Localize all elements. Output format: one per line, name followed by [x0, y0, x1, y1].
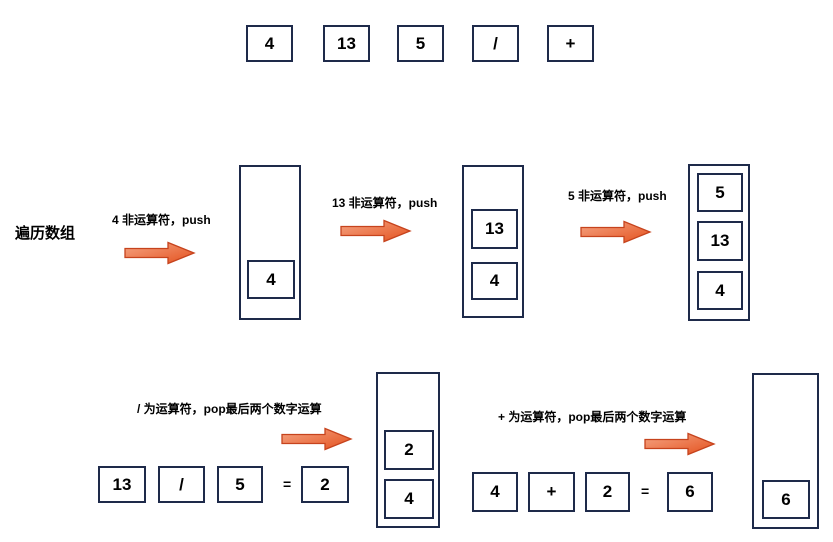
token-value: 4 — [264, 33, 275, 53]
stack: 6 — [752, 373, 819, 529]
equals-sign: = — [283, 476, 292, 492]
token-value: + — [565, 33, 576, 53]
stack-item-value: 6 — [781, 489, 791, 509]
equation-result-box: 6 — [667, 472, 713, 512]
stack-item-box: 5 — [697, 173, 743, 212]
stack-item-box: 6 — [762, 480, 810, 519]
stack-item-value: 13 — [485, 219, 504, 238]
result-value: 6 — [685, 482, 695, 501]
token-value: 13 — [337, 33, 356, 53]
stack-item-value: 4 — [404, 489, 414, 508]
arrow-right-icon — [340, 219, 412, 243]
token-value: 5 — [415, 33, 426, 53]
stack-item-value: 4 — [715, 280, 725, 300]
traverse-note: 遍历数组 — [15, 225, 76, 242]
stack-item-box: 2 — [384, 430, 434, 470]
token-box: + — [547, 25, 594, 62]
stack: 4 — [239, 165, 301, 320]
token-box: / — [472, 25, 519, 62]
stack-item-box: 4 — [697, 271, 743, 310]
operand-value: 2 — [602, 482, 613, 501]
stack-item-box: 4 — [247, 260, 295, 299]
operand-value: 5 — [235, 474, 245, 494]
result-value: 2 — [320, 474, 330, 494]
step-label: 5 非运算符，push — [568, 189, 667, 203]
equation-operand-box: 4 — [472, 472, 518, 512]
stack-item-value: 4 — [489, 271, 500, 290]
operand-value: 4 — [490, 482, 500, 501]
arrow-right-icon — [124, 241, 196, 265]
stack: 2 4 — [376, 372, 440, 528]
equation-operand-box: 5 — [217, 466, 263, 503]
arrow-right-icon — [281, 427, 353, 451]
operand-value: 13 — [112, 474, 132, 494]
token-box: 5 — [397, 25, 444, 62]
token-value: / — [493, 33, 498, 53]
stack-item-value: 5 — [715, 182, 725, 202]
arrow-right-icon — [580, 220, 652, 244]
arrow-right-icon — [644, 432, 716, 456]
step-label: + 为运算符，pop最后两个数字运算 — [498, 410, 687, 424]
operator-value: + — [546, 482, 557, 501]
stack: 13 4 — [462, 165, 524, 318]
stack-item-box: 4 — [471, 262, 518, 300]
equation-operator-box: + — [528, 472, 575, 512]
stack-item-box: 13 — [471, 209, 518, 249]
stack-item-box: 13 — [697, 221, 743, 261]
equation-result-box: 2 — [301, 466, 349, 503]
equals-sign: = — [641, 483, 650, 499]
operator-value: / — [179, 474, 184, 494]
stack: 5 13 4 — [688, 164, 750, 321]
equation-operator-box: / — [158, 466, 205, 503]
step-label: 4 非运算符，push — [112, 213, 211, 227]
equation-operand-box: 13 — [98, 466, 146, 503]
step-label: / 为运算符，pop最后两个数字运算 — [137, 402, 322, 416]
stack-item-value: 2 — [404, 440, 414, 459]
stack-item-value: 4 — [266, 269, 276, 289]
stack-item-box: 4 — [384, 479, 434, 519]
stack-item-value: 13 — [710, 231, 730, 250]
token-box: 13 — [323, 25, 370, 62]
step-label: 13 非运算符，push — [332, 196, 438, 210]
token-box: 4 — [246, 25, 293, 62]
equation-operand-box: 2 — [585, 472, 630, 512]
